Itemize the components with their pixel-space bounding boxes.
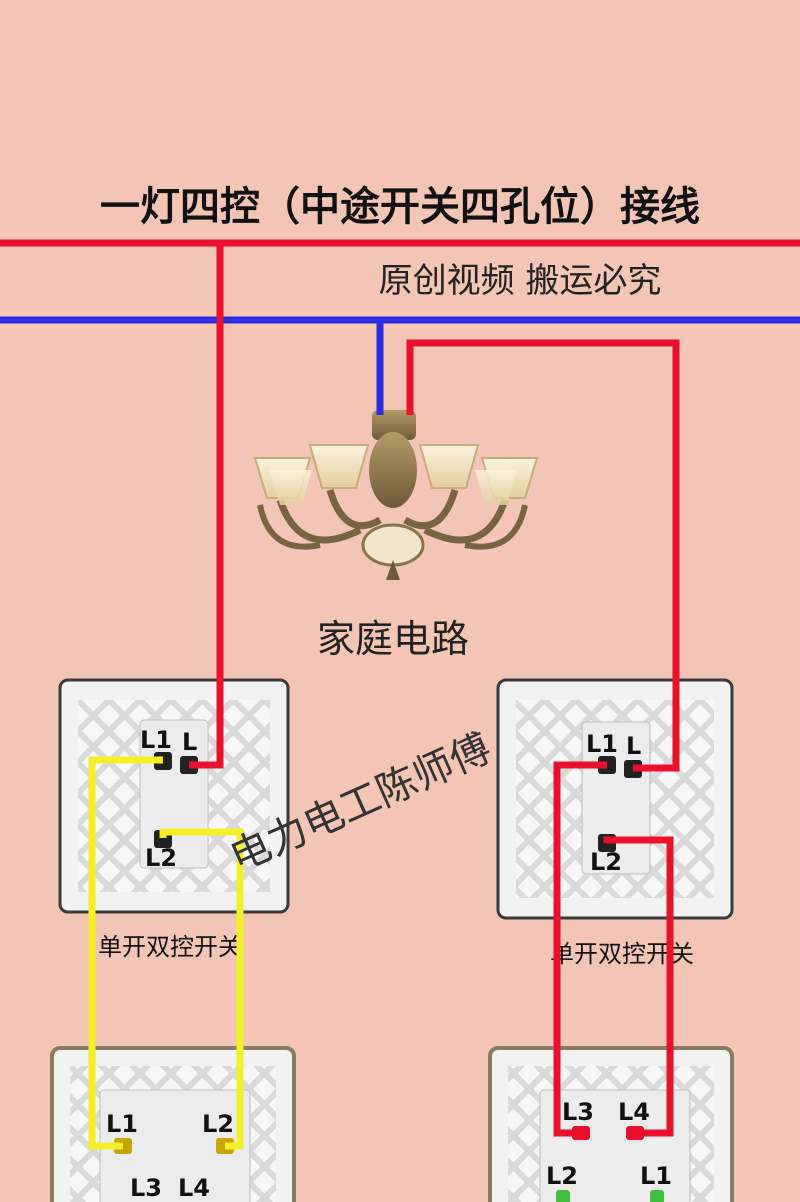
traveler-wire-l1: [88, 756, 163, 1150]
traveler-wire-l2: [159, 828, 244, 1150]
right-intermediate-l3-label: L3: [562, 1098, 594, 1126]
intermediate-switch-right: L3 L4 L2 L1: [488, 1046, 734, 1202]
traveler-wire-right-l1: [553, 761, 607, 1137]
chandelier-icon: [253, 410, 539, 580]
left-intermediate-l3-label: L3: [130, 1174, 162, 1202]
left-switch-l1-label: L1: [140, 726, 172, 754]
diagram-title: 一灯四控（中途开关四孔位）接线: [100, 184, 700, 230]
double-control-switch-right: L1 L L2: [496, 678, 734, 920]
left-intermediate-l2-label: L2: [202, 1110, 234, 1138]
right-intermediate-l2-label: L2: [546, 1162, 578, 1190]
left-switch-l-label: L: [182, 728, 197, 756]
diagram-subtitle: 原创视频 搬运必究: [379, 261, 662, 301]
traveler-wire-right-l2: [603, 836, 674, 1137]
left-intermediate-l4-label: L4: [178, 1174, 210, 1202]
lamp-label: 家庭电路: [317, 617, 469, 661]
left-switch-l2-label: L2: [145, 844, 177, 872]
right-intermediate-l4-label: L4: [618, 1098, 650, 1126]
right-intermediate-l1-label: L1: [640, 1162, 672, 1190]
lamp-return-wire: [406, 339, 680, 772]
left-intermediate-l1-label: L1: [106, 1110, 138, 1138]
live-feed-wire: [189, 243, 224, 769]
left-switch-caption: 单开双控开关: [98, 933, 242, 961]
intermediate-switch-left: L1 L2 L3 L4: [50, 1046, 296, 1202]
right-switch-l1-label: L1: [586, 730, 618, 758]
right-switch-l-label: L: [626, 732, 641, 760]
right-switch-l2-label: L2: [590, 848, 622, 876]
